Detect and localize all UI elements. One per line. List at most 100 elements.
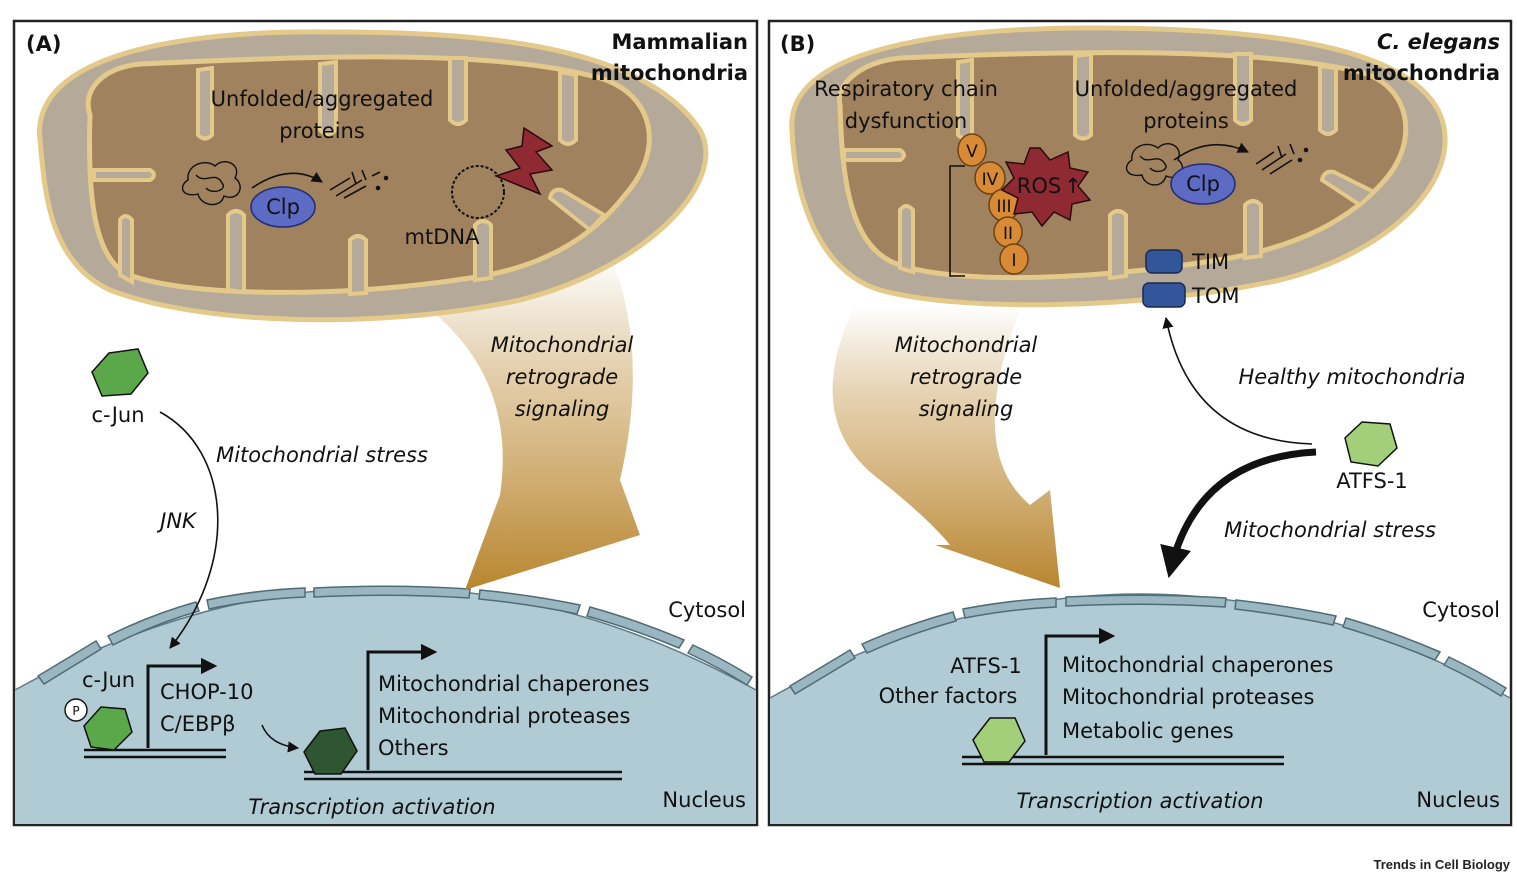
degradation-arrow	[1173, 142, 1250, 161]
complex-label: II	[1003, 224, 1013, 244]
nucleus-label-a: Nucleus	[662, 788, 746, 812]
respiratory-label: dysfunction	[845, 109, 967, 133]
retrograde-label-a: Mitochondrial	[491, 333, 634, 357]
retrograde-label-a: signaling	[515, 397, 610, 421]
nuclear-pore	[313, 585, 471, 599]
target-gene-label-b: Mitochondrial proteases	[1062, 685, 1314, 709]
other-factors-label: Other factors	[879, 684, 1018, 708]
target-gene-label-b: Mitochondrial chaperones	[1062, 653, 1333, 677]
target-gene-label-a: Others	[378, 736, 449, 760]
degradation-arrow	[251, 171, 323, 189]
clp-label-a: Clp	[266, 195, 300, 219]
complex-i	[999, 243, 1029, 275]
cjun-cytosol	[91, 348, 149, 397]
unfolded-proteins-label-a: Unfolded/aggregated	[211, 87, 434, 111]
clp-label-b: Clp	[1186, 172, 1220, 196]
jnk-activation-arrow	[159, 411, 219, 649]
complex-v	[957, 133, 987, 167]
mitochondrion-b	[789, 25, 1448, 308]
panel-b-letter: (B)	[780, 32, 815, 56]
nucleus-label-b: Nucleus	[1416, 788, 1500, 812]
chop-label: CHOP-10	[160, 680, 254, 704]
panel-a-title: mitochondria	[591, 61, 748, 85]
target-gene-label-a: Mitochondrial chaperones	[378, 672, 649, 696]
jnk-label: JNK	[156, 509, 198, 533]
healthy-label: Healthy mitochondria	[1238, 365, 1465, 389]
nucleus-a	[14, 585, 757, 824]
nuclear-pore	[586, 606, 686, 649]
import-arrow	[1162, 316, 1313, 445]
ros-increase-icon: ↑	[1064, 174, 1082, 198]
nuclear-pore	[788, 648, 857, 696]
nuclear-pore	[1342, 617, 1442, 661]
complex-iv	[974, 161, 1006, 195]
transcription-start-arrow	[366, 643, 438, 770]
phospho-label: P	[72, 704, 79, 718]
lightning-damage-icon	[493, 126, 554, 196]
retrograde-label-b: signaling	[919, 397, 1014, 421]
nuclear-pore	[36, 639, 103, 685]
ros-burst-icon	[1000, 147, 1092, 228]
peptide-fragments-icon	[1255, 143, 1309, 175]
retrograde-arrow-b	[832, 305, 1060, 588]
complex-label: V	[966, 142, 978, 162]
panel-b	[767, 19, 1513, 827]
nuclear-pore	[860, 611, 957, 654]
nuclear-pore	[106, 601, 200, 646]
panel-a	[12, 19, 759, 827]
nuclear-pore	[962, 597, 1057, 619]
unfolded-proteins-label-b: proteins	[1143, 109, 1229, 133]
cjun-nuclear-label: c-Jun	[82, 668, 135, 692]
nuclear-pore	[478, 589, 581, 615]
nuclear-pore	[1065, 594, 1227, 608]
tim-label: TIM	[1191, 250, 1229, 274]
nuclear-pore	[686, 644, 754, 687]
tom-label: TOM	[1191, 284, 1239, 308]
transcription-start-arrow	[146, 657, 218, 748]
target-gene-label-a: Mitochondrial proteases	[378, 704, 630, 728]
respiratory-label: Respiratory chain	[814, 77, 998, 101]
complex-label: IV	[982, 170, 999, 190]
transcription-label-b: Transcription activation	[1016, 789, 1263, 813]
retrograde-arrow-a	[395, 255, 640, 590]
cjun-label: c-Jun	[91, 403, 144, 427]
mtdna-icon	[451, 165, 505, 219]
stress-arrow	[1160, 448, 1317, 579]
panel-b-title: mitochondria	[1343, 61, 1500, 85]
atfs1-label: ATFS-1	[1336, 469, 1408, 493]
cjun-phosphorylated	[83, 706, 133, 751]
clp-protease-b	[1170, 163, 1236, 205]
unfolded-proteins-label-b: Unfolded/aggregated	[1075, 77, 1298, 101]
nuclear-pore	[1442, 656, 1508, 698]
retrograde-label-a: retrograde	[506, 365, 618, 389]
retrograde-label-b: Mitochondrial	[895, 333, 1038, 357]
unfolded-proteins-label-a: proteins	[279, 119, 365, 143]
stress-label-a: Mitochondrial stress	[216, 443, 428, 467]
transcription-start-arrow	[1044, 627, 1116, 755]
nuclear-pore	[206, 587, 306, 610]
ros-label: ROS	[1017, 174, 1061, 198]
transcription-label-a: Transcription activation	[248, 795, 495, 819]
complex-label: III	[996, 197, 1011, 217]
panel-b-title: C. elegans	[1377, 30, 1500, 54]
peptide-fragments-icon	[329, 169, 389, 199]
misfolded-protein-icon	[181, 161, 241, 206]
complex-bracket	[949, 165, 965, 277]
atfs1-cytosol	[1344, 421, 1398, 467]
mtdna-label: mtDNA	[405, 225, 481, 249]
tom-complex	[1142, 282, 1186, 308]
nuclear-pore	[1234, 599, 1337, 626]
complex-label: I	[1011, 251, 1016, 271]
clp-protease-a	[250, 186, 316, 228]
phospho-group-icon	[64, 698, 88, 722]
panel-a-letter: (A)	[26, 32, 61, 56]
cytosol-label-b: Cytosol	[1422, 598, 1500, 622]
target-gene-label-b: Metabolic genes	[1062, 719, 1234, 743]
panel-a-title: Mammalian	[611, 30, 748, 54]
tim-complex	[1145, 249, 1183, 274]
journal-credit: Trends in Cell Biology	[1373, 857, 1510, 872]
cebp-label: C/EBPβ	[160, 712, 235, 736]
chop-cebp-complex	[303, 727, 358, 775]
nucleus-b	[769, 593, 1511, 824]
